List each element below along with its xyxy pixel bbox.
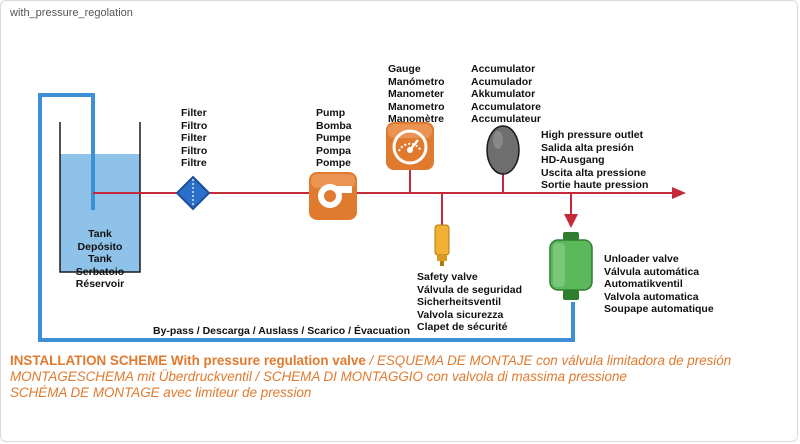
tank-label-it: Serbatoio [75, 265, 125, 278]
bypass-label: By-pass / Descarga / Auslass / Scarico /… [153, 325, 410, 337]
safety-valve-label: Safety valve Válvula de seguridad Sicher… [417, 271, 522, 334]
accumulator-label-it: Accumulatore [471, 100, 542, 113]
tank-outline [59, 122, 141, 273]
gauge-label-fr: Manomètre [388, 113, 445, 125]
unloader-valve-label-fr: Soupape automatique [604, 303, 714, 315]
filter-label: Filter Filtro Filter Filtro Filtre [181, 107, 207, 170]
high-pressure-label-it: Uscita alta pressione [541, 166, 647, 179]
accumulator-label-en: Accumulator [471, 63, 536, 75]
accumulator-label: Accumulator Acumulador Akkumulator Accum… [471, 63, 541, 126]
unloader-valve-label-en: Unloader valve [604, 253, 679, 265]
safety-valve-label-es: Válvula de seguridad [417, 283, 523, 296]
suction-pipe [38, 93, 575, 342]
gauge-icon [386, 122, 434, 170]
accumulator-label-de: Akkumulator [471, 88, 536, 100]
pump-label-de: Pumpe [316, 132, 352, 144]
high-pressure-label-de: HD-Ausgang [541, 154, 605, 166]
accumulator-label-es: Acumulador [471, 75, 533, 88]
pump-label-it: Pompa [316, 144, 352, 157]
safety-valve-label-en: Safety valve [417, 271, 478, 283]
gauge-label-de: Manometer [388, 88, 445, 100]
safety-valve-label-it: Valvola sicurezza [417, 308, 504, 321]
gauge-label: Gauge Manómetro Manometer Manometro Mano… [388, 63, 445, 126]
filter-label-fr: Filtre [181, 157, 207, 169]
high-pressure-label-es: Salida alta presión [541, 141, 634, 154]
caption-line-1: INSTALLATION SCHEME With pressure regula… [10, 353, 790, 369]
filter-icon [175, 175, 211, 211]
outlet-arrow-head [672, 187, 686, 199]
unloader-valve-icon [549, 232, 593, 300]
accumulator-label-fr: Accumulateur [471, 113, 542, 125]
unloader-valve-label-es: Válvula automática [604, 265, 700, 278]
gauge-label-en: Gauge [388, 63, 421, 75]
caption-line-2: MONTAGESCHEMA mit Überdruckventil / SCHE… [10, 369, 627, 384]
safety-valve-label-de: Sicherheitsventil [417, 296, 502, 308]
caption-line-1-rest: / ESQUEMA DE MONTAJE con válvula limitad… [365, 353, 732, 368]
tank-label-fr: Réservoir [75, 278, 125, 290]
tank-label-de: Tank [88, 253, 112, 265]
filter-label-es: Filtro [181, 119, 208, 132]
pump-label-en: Pump [316, 107, 346, 119]
pump-label-es: Bomba [316, 119, 352, 132]
gauge-label-es: Manómetro [388, 75, 445, 88]
tank-label-en: Tank [88, 228, 112, 240]
tank-label-es: Depósito [77, 240, 123, 253]
pump-label-fr: Pompe [316, 157, 352, 169]
gauge-label-it: Manometro [388, 100, 445, 113]
filter-label-de: Filter [181, 132, 207, 144]
unloader-valve-label-de: Automatikventil [604, 278, 683, 290]
file-name-label: with_pressure_regolation [10, 7, 133, 19]
pump-icon [309, 172, 357, 220]
unloader-valve-label-it: Valvola automatica [604, 290, 699, 303]
pump-label: Pump Bomba Pumpe Pompa Pompe [316, 107, 352, 170]
safety-valve-label-fr: Clapet de sécurité [417, 321, 508, 333]
unloader-arrow-head [564, 214, 578, 228]
filter-label-it: Filtro [181, 144, 208, 157]
high-pressure-outlet-label: High pressure outlet Salida alta presión… [541, 129, 648, 192]
accumulator-icon [486, 125, 520, 175]
high-pressure-label-en: High pressure outlet [541, 129, 644, 141]
tank-label: Tank Depósito Tank Serbatoio Réservoir [60, 228, 140, 291]
caption-title: INSTALLATION SCHEME With pressure regula… [10, 353, 366, 368]
installation-caption: INSTALLATION SCHEME With pressure regula… [10, 353, 790, 401]
high-pressure-label-fr: Sortie haute pression [541, 179, 649, 191]
unloader-valve-label: Unloader valve Válvula automática Automa… [604, 253, 714, 316]
safety-valve-icon [434, 224, 450, 266]
tank-water [60, 154, 140, 272]
filter-label-en: Filter [181, 107, 207, 119]
caption-line-3: SCHÉMA DE MONTAGE avec limiteur de press… [10, 385, 312, 400]
